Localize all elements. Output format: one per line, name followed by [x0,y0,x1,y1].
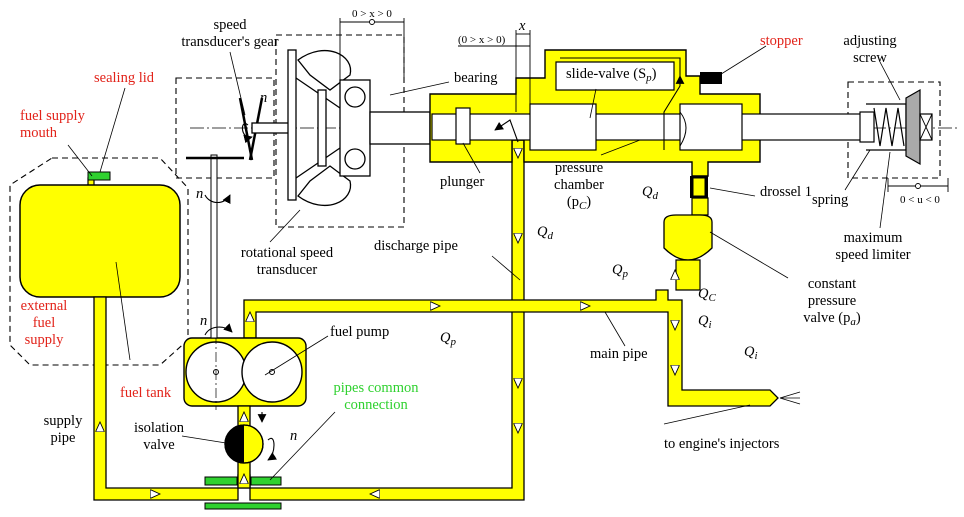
label-slide-valve: slide-valve (Sp) [566,66,657,84]
range-x-top: 0 > x > 0 [352,8,392,20]
external-supply-boundary [9,157,189,366]
gear-boundary [175,77,275,179]
label-fuel-tank: fuel tank [120,385,172,401]
main-pipe [243,289,779,407]
symbol-n-gear: n [260,90,268,106]
rotational-speed-transducer [251,49,431,207]
isolation-valve [224,424,264,464]
label-fuel-pump: fuel pump [330,324,390,340]
flow-paths [494,57,685,150]
slide-valve-land [679,103,743,151]
fuel-tank [19,171,181,298]
label-to-engines-injectors: to engine's injectors [664,436,780,452]
leader-lines [67,45,901,481]
label-bearing: bearing [454,70,498,86]
label-drossel-1: drossel 1 [760,184,812,200]
symbol-Qi-lower: Qi [744,344,758,362]
symbol-n-shaft-bottom: n [200,313,208,329]
label-stopper: stopper [760,33,803,49]
plunger [455,107,471,145]
flow-arrows [100,150,675,494]
range-x-left: (0 > x > 0) [458,34,506,46]
symbol-Qp-main: Qp [612,262,628,280]
fuel-pump-body [183,280,307,410]
injector-spray [779,391,801,405]
slide-valve-body [529,103,597,151]
label-spring: spring [812,192,849,208]
label-main-pipe: main pipe [590,346,648,362]
symbol-x: x [519,18,526,34]
symbol-Qd-discharge: Qd [537,224,553,242]
symbol-QC: QC [698,286,716,304]
rotation-arrows [204,123,278,461]
governor-rod [431,113,869,141]
dimension-marks [339,18,949,192]
range-u: 0 < u < 0 [900,194,940,206]
symbol-Qd-chamber: Qd [642,184,658,202]
discharge-pipe [511,139,525,306]
symbol-Qp-pump: Qp [440,330,456,348]
symbol-n-valve: n [290,428,298,444]
symbol-n-shaft-top: n [196,186,204,202]
pipes-common-connection [204,476,282,510]
maximum-speed-limiter [859,88,933,166]
limiter-boundary [847,81,941,179]
label-plunger: plunger [440,174,485,190]
label-sealing-lid: sealing lid [94,70,155,86]
sealing-lid [87,171,111,181]
constant-pressure-valve [663,214,713,261]
stopper [700,72,722,84]
label-discharge-pipe: discharge pipe [374,238,458,254]
symbol-Qi-upper: Qi [698,313,712,331]
bypass-channel-inner [555,61,675,91]
